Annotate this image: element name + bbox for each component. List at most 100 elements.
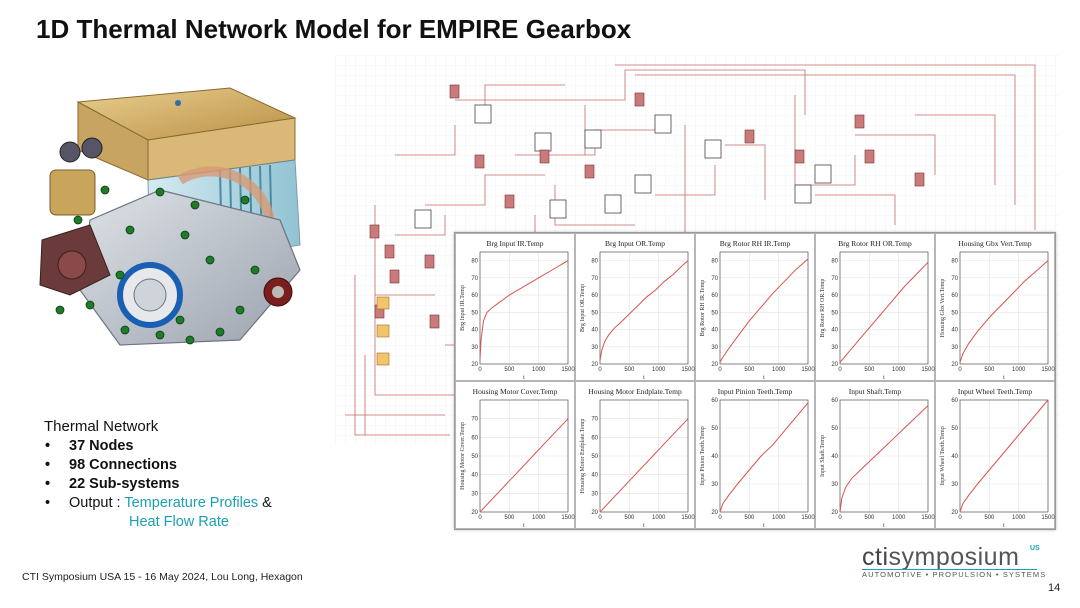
y-tick-label: 30 — [591, 345, 598, 351]
x-tick-label: 500 — [984, 515, 995, 521]
plot-title: Housing Gbx Vert.Temp — [958, 239, 1032, 248]
y-tick-label: 40 — [831, 454, 838, 460]
y-tick-label: 40 — [831, 328, 838, 334]
x-tick-label: 0 — [598, 367, 602, 373]
y-tick-label: 40 — [951, 328, 958, 334]
y-axis-label: Brg Input OR.Temp — [580, 284, 586, 332]
y-tick-label: 20 — [831, 510, 838, 516]
plot-title: Brg Rotor RH IR.Temp — [719, 239, 791, 248]
y-tick-label: 30 — [711, 482, 718, 488]
y-axis-label: Housing Motor Endplate.Temp — [580, 419, 586, 494]
plot-axes-frame — [839, 251, 929, 365]
y-tick-label: 80 — [471, 259, 478, 265]
x-tick-label: 0 — [598, 515, 602, 521]
x-tick-label: 0 — [718, 515, 722, 521]
y-tick-label: 60 — [951, 398, 958, 404]
temperature-curve — [479, 418, 569, 513]
y-tick-label: 30 — [471, 345, 478, 351]
y-tick-label: 50 — [831, 426, 838, 432]
y-tick-label: 20 — [591, 362, 598, 368]
logo-wordmark: ctisymposium — [862, 543, 1046, 572]
y-tick-label: 70 — [591, 417, 598, 423]
temperature-curve — [719, 258, 809, 363]
plot-axes-frame — [479, 251, 569, 365]
temperature-curve — [839, 405, 929, 513]
y-tick-label: 60 — [951, 293, 958, 299]
y-tick-label: 50 — [831, 310, 838, 316]
temperature-curve — [839, 261, 929, 363]
y-tick-label: 70 — [711, 276, 718, 282]
y-axis-label: Housing Motor Cover.Temp — [460, 422, 466, 490]
y-tick-label: 50 — [711, 310, 718, 316]
x-axis-label: t — [643, 375, 645, 381]
x-tick-label: 0 — [838, 515, 842, 521]
plot-axes-frame — [959, 399, 1049, 513]
thermal-network-summary: Thermal Network 37 Nodes 98 Connections … — [44, 418, 272, 532]
y-tick-label: 60 — [471, 293, 478, 299]
y-tick-label: 40 — [471, 473, 478, 479]
summary-item-nodes: 37 Nodes — [44, 437, 272, 456]
temperature-profiles-link: Temperature Profiles — [124, 495, 259, 511]
x-tick-label: 0 — [958, 367, 962, 373]
x-tick-label: 1500 — [681, 367, 695, 373]
y-tick-label: 30 — [831, 482, 838, 488]
y-axis-label: Brg Input IR.Temp — [460, 285, 466, 331]
x-tick-label: 0 — [958, 515, 962, 521]
plot-axes-frame — [959, 251, 1049, 365]
x-axis-label: t — [1003, 523, 1005, 529]
y-tick-label: 60 — [591, 293, 598, 299]
page-number: 14 — [1048, 582, 1061, 594]
x-tick-label: 1000 — [892, 515, 906, 521]
x-axis-label: t — [883, 523, 885, 529]
plot-axes-frame — [719, 399, 809, 513]
y-tick-label: 50 — [591, 454, 598, 460]
x-axis-label: t — [763, 375, 765, 381]
plot-axes-frame — [479, 399, 569, 513]
plot-axes-frame — [719, 251, 809, 365]
x-tick-label: 0 — [838, 367, 842, 373]
temperature-curve — [959, 260, 1049, 363]
plot-title: Brg Input OR.Temp — [605, 239, 665, 248]
y-tick-label: 20 — [951, 362, 958, 368]
x-tick-label: 1500 — [681, 515, 695, 521]
logo-region: US — [1030, 545, 1040, 552]
footer-text: CTI Symposium USA 15 - 16 May 2024, Lou … — [22, 571, 303, 583]
y-tick-label: 70 — [471, 276, 478, 282]
x-axis-label: t — [643, 523, 645, 529]
y-tick-label: 30 — [831, 345, 838, 351]
temperature-curve — [479, 260, 569, 359]
plot-axes-frame — [599, 251, 689, 365]
y-tick-label: 80 — [591, 259, 598, 265]
y-tick-label: 30 — [711, 345, 718, 351]
x-tick-label: 1500 — [1041, 367, 1055, 373]
plot-title: Brg Rotor RH OR.Temp — [838, 239, 912, 248]
x-tick-label: 500 — [864, 367, 875, 373]
y-tick-label: 60 — [471, 435, 478, 441]
y-tick-label: 70 — [951, 276, 958, 282]
y-tick-label: 30 — [591, 491, 598, 497]
x-tick-label: 500 — [624, 367, 635, 373]
temperature-curve — [959, 399, 1049, 513]
y-tick-label: 70 — [471, 417, 478, 423]
logo-underline — [862, 569, 1037, 570]
x-tick-label: 1500 — [561, 515, 575, 521]
y-tick-label: 40 — [591, 328, 598, 334]
y-tick-label: 60 — [831, 398, 838, 404]
y-tick-label: 30 — [951, 345, 958, 351]
y-tick-label: 50 — [471, 310, 478, 316]
